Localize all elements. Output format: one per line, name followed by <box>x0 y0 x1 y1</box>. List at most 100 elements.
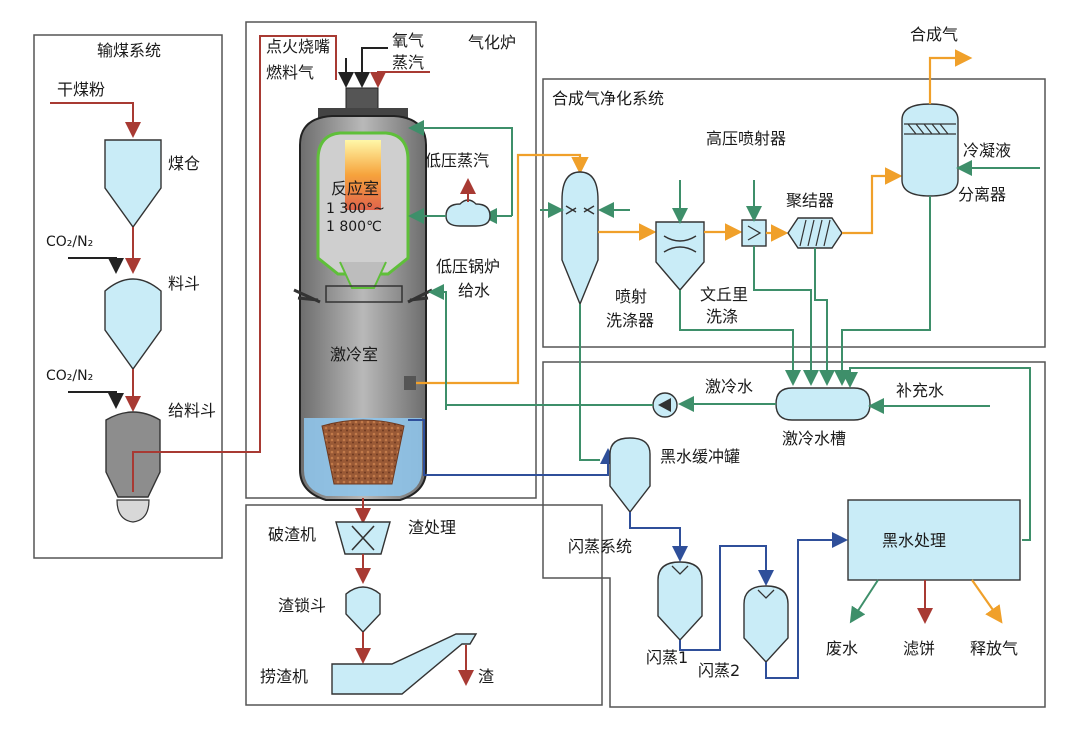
co2-n2-inlet-a-line <box>68 257 124 274</box>
black-water-treatment <box>847 499 1021 581</box>
coal-bin <box>104 139 162 229</box>
flash-2-label: 闪蒸2 <box>698 661 740 680</box>
side-nozzle <box>404 376 416 390</box>
condensate-label: 冷凝液 <box>963 141 1011 160</box>
co2-n2-b-label: CO₂/N₂ <box>46 368 93 384</box>
lp-steam-label: 低压蒸汽 <box>425 151 489 170</box>
coal-feed-section-title: 输煤系统 <box>97 41 161 60</box>
co2-n2-a-label: CO₂/N₂ <box>46 234 93 250</box>
flash2-to-treatment-line <box>765 532 848 679</box>
hopper-label: 料斗 <box>168 274 200 293</box>
water-section-box <box>542 361 1046 708</box>
separator-drain-line <box>834 196 931 386</box>
purification-section-title: 合成气净化系统 <box>552 89 664 108</box>
makeup-water-label: 补充水 <box>896 381 944 400</box>
lock-hopper-label: 渣锁斗 <box>278 596 326 615</box>
venturi-drain-line <box>679 290 801 386</box>
recycle-water-line <box>842 367 1031 541</box>
release-gas-label: 释放气 <box>970 639 1018 658</box>
coalescer <box>787 217 843 249</box>
lp-boiler-label-1: 低压锅炉 <box>436 257 500 276</box>
hp-ejector <box>741 219 767 247</box>
spray-scrubber-label-2: 洗涤器 <box>606 311 654 330</box>
feed-hopper-bottom <box>116 499 150 523</box>
syngas-outlet-line <box>416 153 589 385</box>
crusher-x <box>351 525 375 551</box>
quench-chamber-label: 激冷室 <box>330 345 378 364</box>
scraper-label: 捞渣机 <box>260 667 308 686</box>
slag-section-title: 渣处理 <box>408 518 456 537</box>
top-flange <box>318 108 408 118</box>
reaction-temp-line2: 1 800℃ <box>326 219 382 235</box>
syngas-product-label: 合成气 <box>910 25 958 44</box>
buffer-to-flash-line <box>629 512 688 562</box>
lp-boiler-feed-line <box>428 284 447 410</box>
black-water-treatment-label: 黑水处理 <box>882 531 946 550</box>
ignition-burner-label: 点火烧嘴 <box>266 37 330 56</box>
burner-nozzle <box>345 87 379 111</box>
hp-ejector-mark <box>747 225 762 241</box>
slag-scraper <box>331 633 478 695</box>
slag-label: 渣 <box>478 667 494 686</box>
scrubber-spray-left <box>565 205 577 215</box>
coal-bin-label: 煤仓 <box>168 154 200 173</box>
slag-lock-hopper <box>345 586 381 634</box>
coal-to-gasifier-line <box>132 35 337 492</box>
reaction-chamber-label: 反应室 <box>331 179 379 198</box>
crusher-label: 破渣机 <box>268 525 316 544</box>
venturi-label-1: 文丘里 <box>700 285 748 304</box>
fuel-gas-label: 燃料气 <box>266 63 314 82</box>
venturi-label-2: 洗涤 <box>706 307 738 326</box>
filter-cake-label: 滤饼 <box>903 639 935 658</box>
coal-inlet-line <box>50 102 141 138</box>
waste-water-label: 废水 <box>826 639 858 658</box>
slag-section-box <box>245 504 603 706</box>
steam-drum <box>445 199 491 227</box>
oxygen-line <box>354 47 388 88</box>
flash-system-label: 闪蒸系统 <box>568 537 632 556</box>
quench-water-label: 激冷水 <box>705 377 753 396</box>
flash-1-label: 闪蒸1 <box>646 648 688 667</box>
co2-n2-inlet-b-line <box>68 391 124 409</box>
waste-water-line <box>849 579 879 624</box>
scrubber-bottom-drain-line <box>579 304 600 461</box>
coal-feed-section-box <box>33 34 223 559</box>
hopper <box>104 278 162 371</box>
purification-section-box <box>542 78 1046 348</box>
venturi-throat <box>663 235 697 253</box>
reaction-cone <box>339 261 387 289</box>
flash-1-spray <box>671 565 689 575</box>
jacket-water-line <box>408 120 513 216</box>
coalescer-to-separator-line <box>842 167 903 235</box>
release-gas-line <box>971 579 1003 624</box>
spray-scrubber-label-1: 喷射 <box>615 287 647 306</box>
quench-spray-left <box>293 288 321 304</box>
separator-label: 分离器 <box>958 185 1006 204</box>
black-water-buffer-label: 黑水缓冲罐 <box>660 447 740 466</box>
gasifier-black-water-line <box>408 419 616 476</box>
dry-coal-powder-label: 干煤粉 <box>57 80 105 99</box>
quench-water-return-line <box>445 300 653 406</box>
lp-boiler-label-2: 给水 <box>458 281 490 300</box>
oxygen-label: 氧气 <box>392 31 424 50</box>
separator <box>901 103 959 197</box>
reaction-temp-line1: 1 300°~ <box>326 201 385 217</box>
coalescer-drain-line <box>814 248 835 386</box>
gasifier-section-title: 气化炉 <box>468 33 516 52</box>
pump-arrow <box>658 398 671 412</box>
venturi-scrubber <box>655 221 705 292</box>
flash-vessel-2 <box>743 585 789 664</box>
black-water-buffer-tank <box>609 437 651 514</box>
separator-packing <box>904 123 956 135</box>
quench-water-tank <box>775 387 871 421</box>
coalescer-label: 聚结器 <box>786 191 834 210</box>
hp-ejector-label: 高压喷射器 <box>706 129 786 148</box>
slag-bed <box>321 419 405 485</box>
syngas-product-line <box>928 49 973 104</box>
scrubber-spray-right <box>583 205 595 215</box>
reaction-flame <box>345 140 381 210</box>
spray-scrubber <box>561 171 599 306</box>
steam-line <box>370 71 430 88</box>
quench-water-tank-label: 激冷水槽 <box>782 429 846 448</box>
